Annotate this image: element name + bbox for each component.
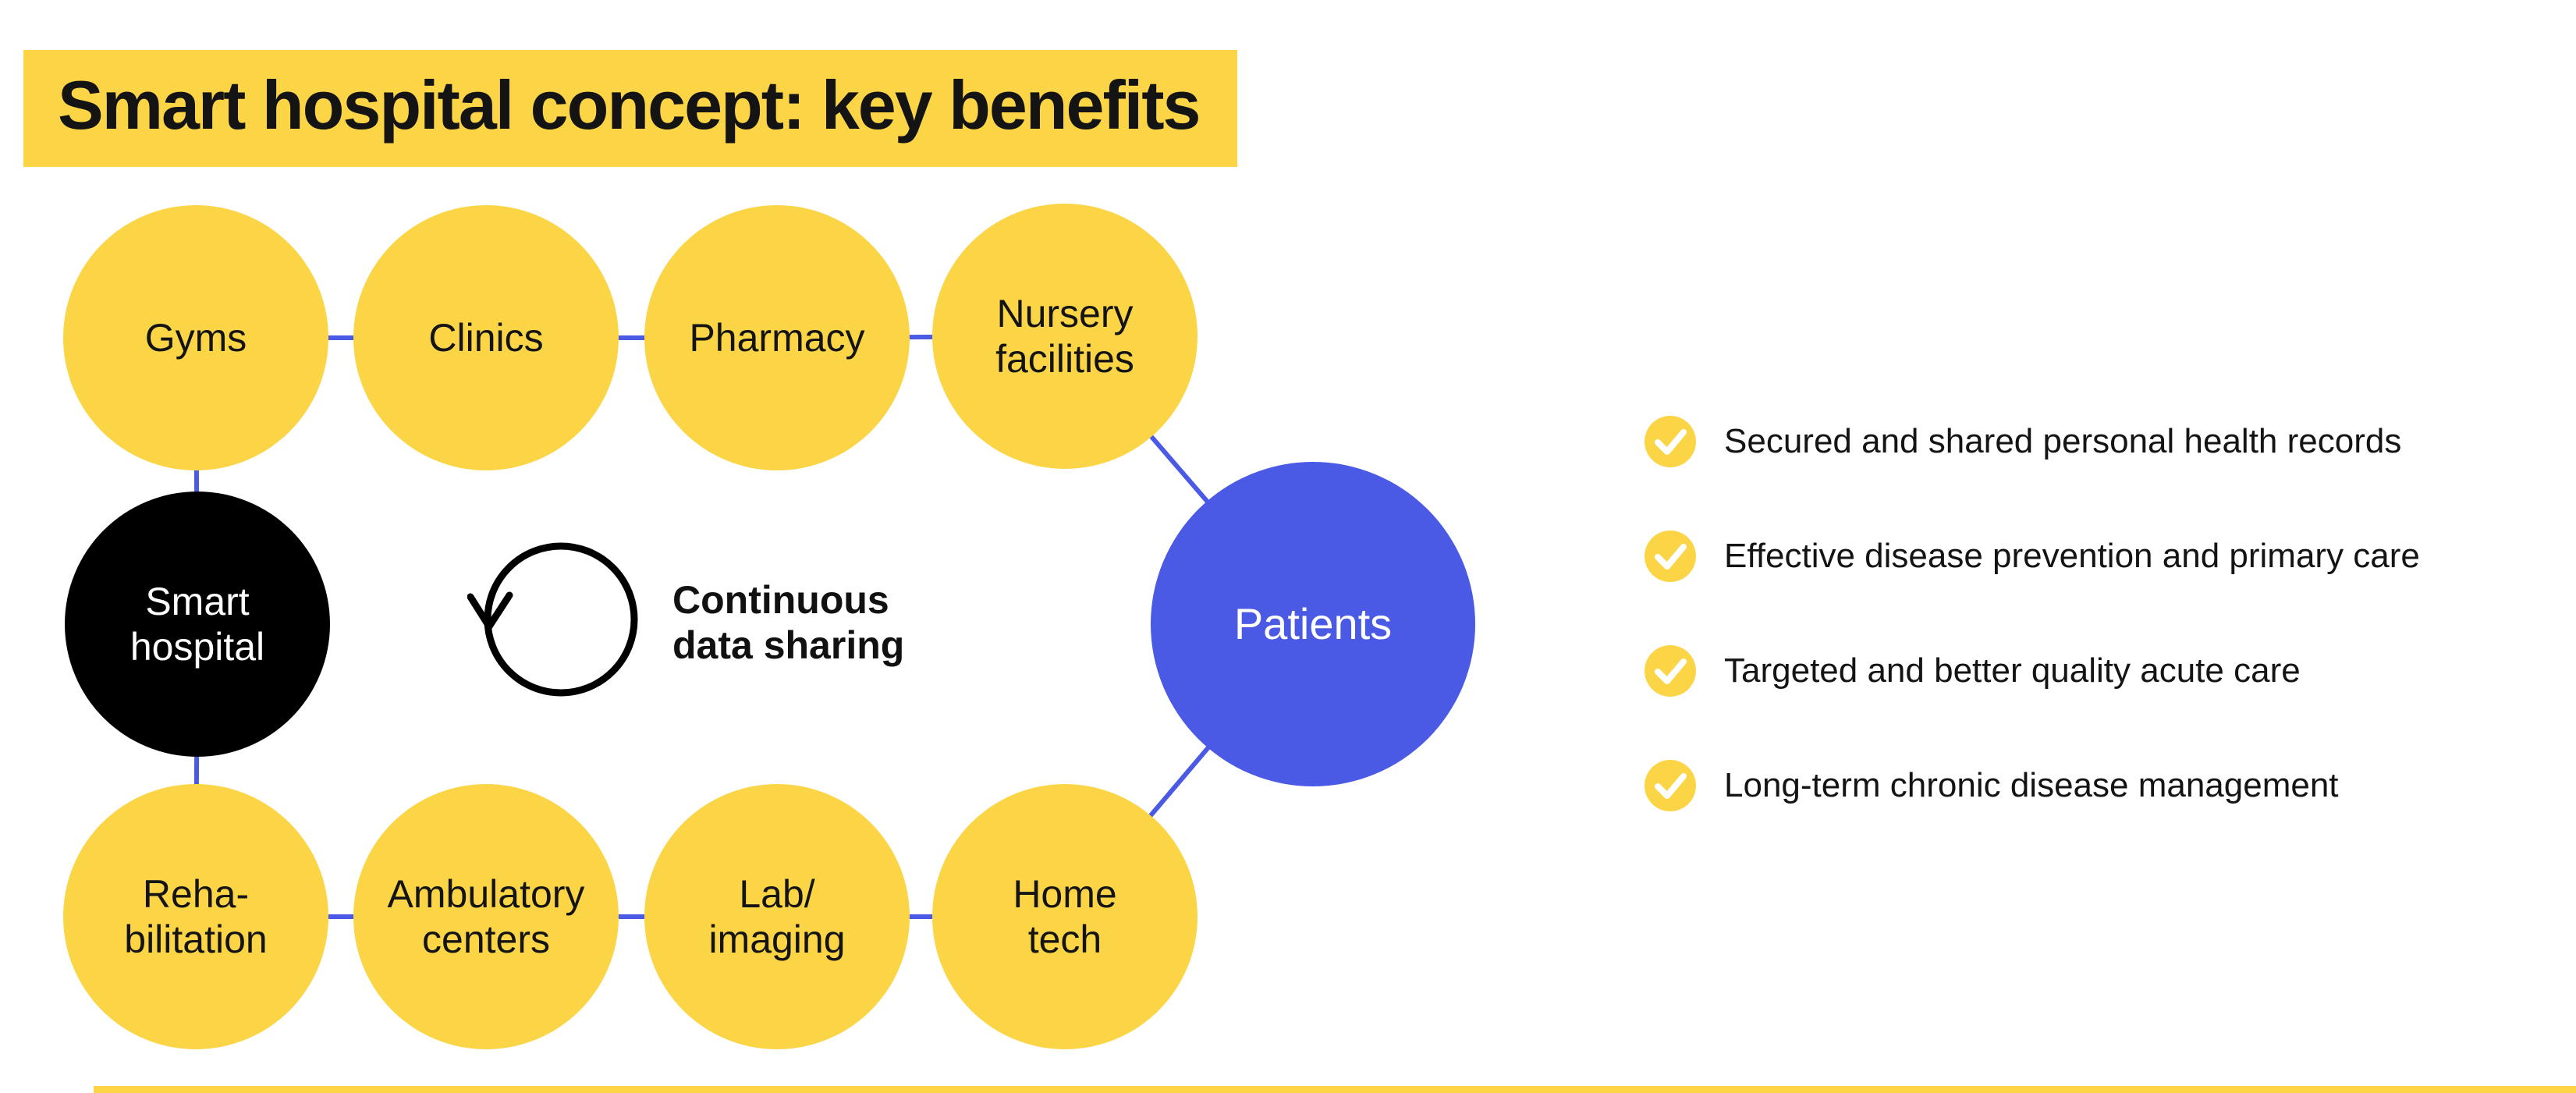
node-label: Ambulatory <box>387 872 585 916</box>
node-label: Pharmacy <box>689 316 865 360</box>
node-label: tech <box>1027 917 1102 961</box>
node-gyms: Gyms <box>63 205 328 470</box>
benefit-text: Long-term chronic disease management <box>1724 766 2339 804</box>
node-clinics: Clinics <box>353 205 619 470</box>
node-label: facilities <box>995 337 1134 381</box>
label-line: data sharing <box>672 623 905 667</box>
node-smart-hospital: Smart hospital <box>65 491 330 757</box>
cycle-arrow-icon <box>467 530 647 709</box>
node-label: Home <box>1013 872 1117 916</box>
node-label: centers <box>422 917 550 961</box>
check-icon <box>1645 531 1696 582</box>
node-label: Smart <box>145 580 250 623</box>
continuous-data-sharing-label: Continuous data sharing <box>672 577 904 668</box>
node-rehabilitation: Reha- bilitation <box>63 784 328 1049</box>
benefit-item: Secured and shared personal health recor… <box>1645 416 2420 467</box>
node-pharmacy: Pharmacy <box>644 205 910 470</box>
benefits-list: Secured and shared personal health recor… <box>1645 416 2420 811</box>
node-label: Patients <box>1233 598 1393 648</box>
benefit-text: Secured and shared personal health recor… <box>1724 422 2402 460</box>
node-label: Nursery <box>996 292 1134 335</box>
benefit-text: Effective disease prevention and primary… <box>1724 537 2420 575</box>
check-icon <box>1645 760 1696 811</box>
node-lab-imaging: Lab/ imaging <box>644 784 910 1049</box>
node-patients: Patients <box>1151 462 1475 786</box>
node-label: hospital <box>130 625 265 669</box>
node-nursery-facilities: Nursery facilities <box>932 204 1198 469</box>
label-line: Continuous <box>672 578 889 622</box>
node-label: Gyms <box>144 316 247 360</box>
node-label: Lab/ <box>739 872 815 916</box>
bottom-accent-strip <box>94 1086 2576 1093</box>
node-label: imaging <box>708 917 846 961</box>
check-icon <box>1645 416 1696 467</box>
page-title: Smart hospital concept: key benefits <box>23 50 1237 167</box>
node-label: Clinics <box>428 316 544 360</box>
benefit-item: Effective disease prevention and primary… <box>1645 531 2420 582</box>
benefit-item: Long-term chronic disease management <box>1645 760 2420 811</box>
benefit-text: Targeted and better quality acute care <box>1724 651 2301 690</box>
node-label: Reha- <box>142 872 250 916</box>
check-icon <box>1645 645 1696 697</box>
node-home-tech: Home tech <box>932 784 1198 1049</box>
node-label: bilitation <box>124 917 268 961</box>
benefit-item: Targeted and better quality acute care <box>1645 645 2420 697</box>
node-ambulatory-centers: Ambulatory centers <box>353 784 619 1049</box>
